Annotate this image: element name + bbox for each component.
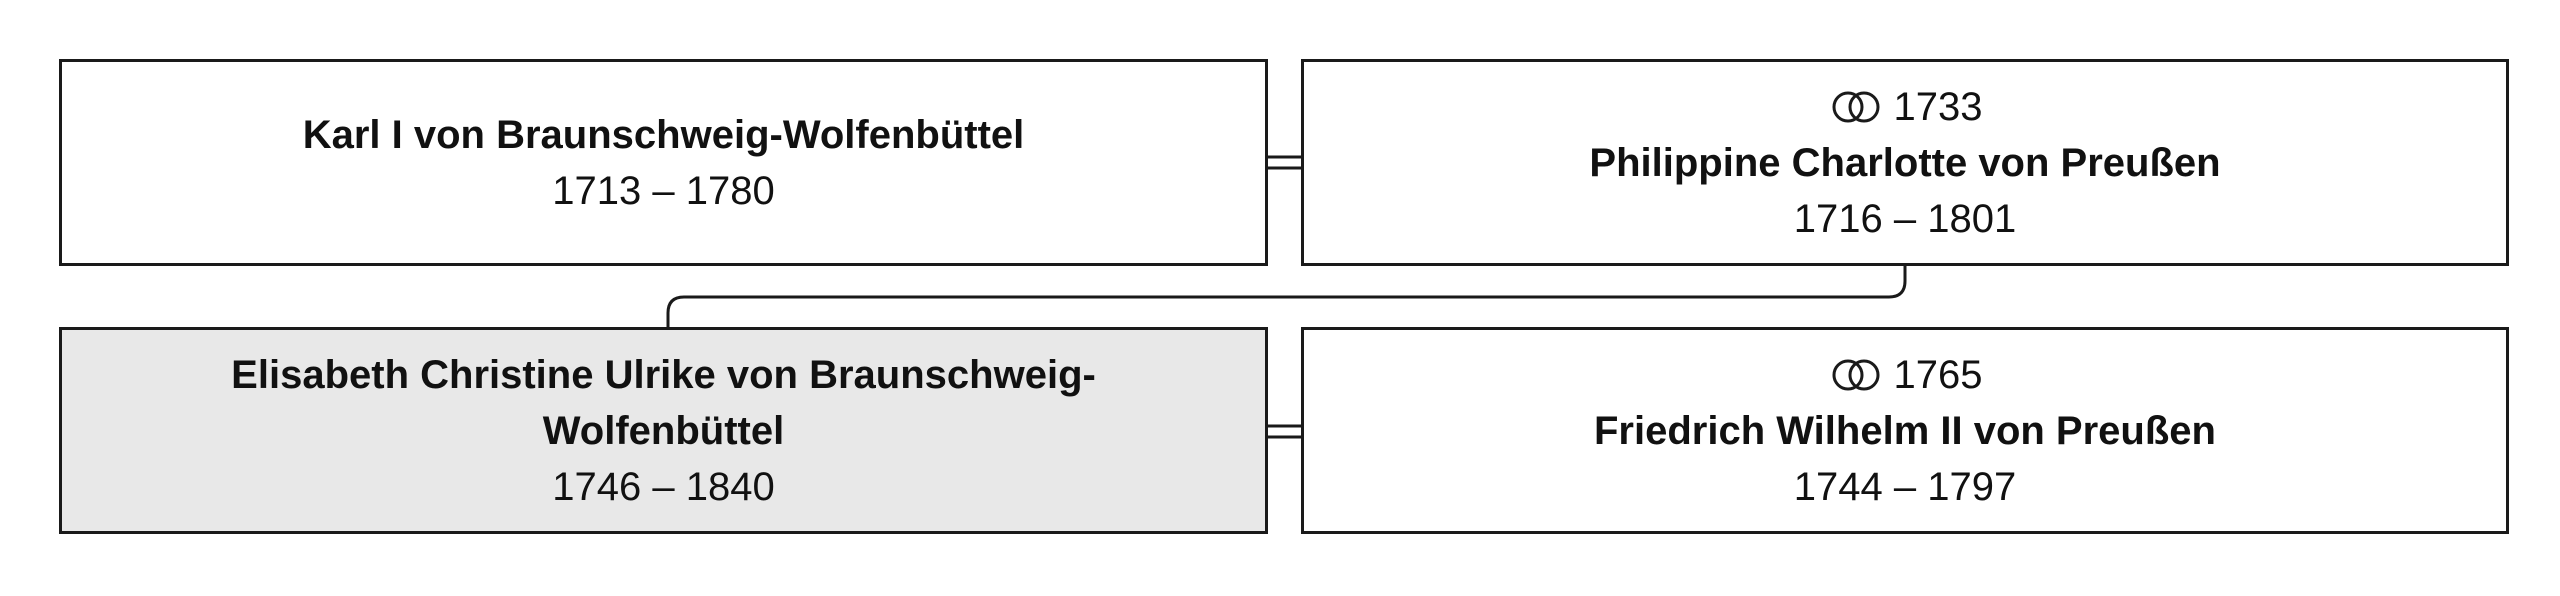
- person-box-friedrich[interactable]: 1765 Friedrich Wilhelm II von Preußen 17…: [1301, 327, 2509, 534]
- marriage-link-1733: [1268, 155, 1301, 170]
- marriage-info: 1765: [1828, 347, 1983, 403]
- marriage-year: 1765: [1893, 352, 1983, 397]
- person-dates: 1713 – 1780: [552, 168, 775, 213]
- marriage-year: 1733: [1893, 84, 1983, 129]
- person-box-philippine[interactable]: 1733 Philippine Charlotte von Preußen 17…: [1301, 59, 2509, 266]
- person-name: Philippine Charlotte von Preußen: [1589, 140, 2221, 185]
- interlocking-rings-icon: [1828, 355, 1884, 395]
- person-dates: 1746 – 1840: [552, 464, 775, 509]
- person-dates: 1744 – 1797: [1793, 464, 2017, 509]
- interlocking-rings-icon: [1828, 87, 1884, 127]
- person-box-elisabeth[interactable]: Elisabeth Christine Ulrike von Braunschw…: [59, 327, 1268, 534]
- person-name: Elisabeth Christine Ulrike von Braunschw…: [231, 352, 1096, 453]
- person-dates: 1716 – 1801: [1793, 196, 2017, 241]
- marriage-info: 1733: [1828, 79, 1983, 135]
- person-box-karl[interactable]: Karl I von Braunschweig-Wolfenbüttel 171…: [59, 59, 1268, 266]
- person-name: Karl I von Braunschweig-Wolfenbüttel: [302, 112, 1025, 157]
- parent-child-connector: [666, 266, 1907, 327]
- person-name: Friedrich Wilhelm II von Preußen: [1594, 408, 2216, 453]
- marriage-link-1765: [1268, 424, 1301, 439]
